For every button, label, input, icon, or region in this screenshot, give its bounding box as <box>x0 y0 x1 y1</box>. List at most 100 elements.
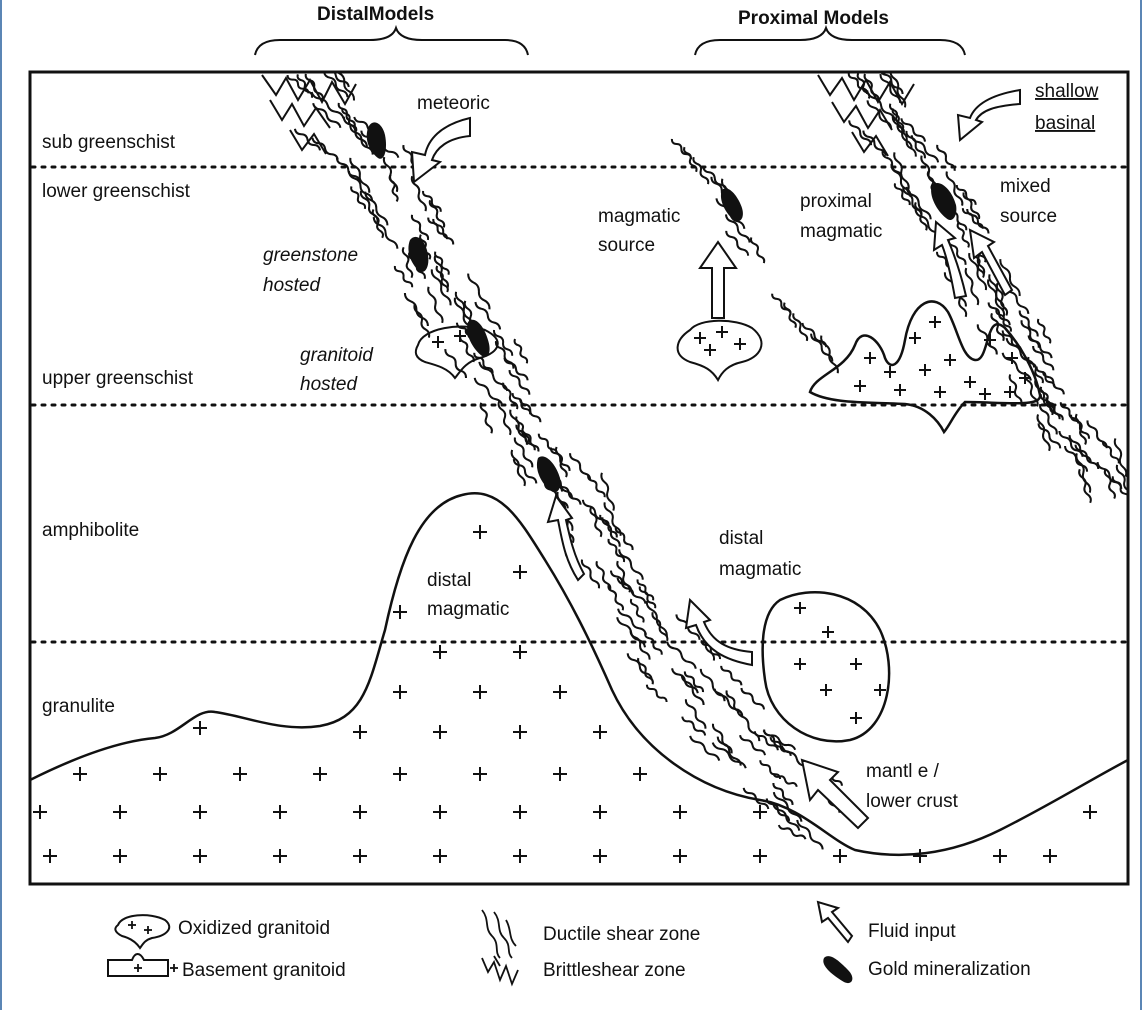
legend-brittle-label: Brittleshear zone <box>543 960 686 981</box>
granitoid-plus <box>473 685 487 699</box>
granitoid-plus <box>433 725 447 739</box>
granitoid-plus <box>794 602 806 614</box>
legend-oxidized-granitoid: Oxidized granitoid <box>115 915 330 948</box>
granitoid-plus <box>33 805 47 819</box>
granitoid-plus <box>929 316 941 328</box>
granitoid-plus <box>850 658 862 670</box>
granitoid-plus <box>273 805 287 819</box>
legend-fluid-label: Fluid input <box>868 921 956 942</box>
label-meteoric: meteoric <box>417 93 490 114</box>
granitoid-plus <box>909 332 921 344</box>
ductile-shear-line <box>510 410 527 445</box>
basement-granitoid-outline <box>30 493 1128 855</box>
legend-basement-granitoid: Basement granitoid <box>108 954 346 981</box>
label-proximal-magmatic: magmatic <box>800 221 882 242</box>
granitoid-plus <box>716 326 728 338</box>
granitoid-plus <box>153 767 167 781</box>
granitoid-hosted-plus <box>432 330 466 348</box>
granitoid-plus <box>433 849 447 863</box>
granitoid-plus <box>113 805 127 819</box>
label-lower-crust: lower crust <box>866 791 959 812</box>
ductile-shear-line <box>515 339 528 363</box>
granitoid-plus <box>393 685 407 699</box>
granitoid-plus <box>193 721 207 735</box>
ductile-shear-line <box>609 539 625 562</box>
ductile-shear-line <box>616 527 633 550</box>
legend-fluid-input: Fluid input <box>818 902 956 942</box>
gold-body-proximal <box>931 183 956 220</box>
legend-oxidized-plus <box>128 921 152 934</box>
label-mantle: mantl e / <box>866 761 940 782</box>
granitoid-plus <box>1083 805 1097 819</box>
legend: Oxidized granitoid Basement granitoid Du… <box>108 902 1031 984</box>
magmatic-shear-line <box>726 231 748 256</box>
fluid-arrow-distal-left <box>548 496 584 580</box>
granitoid-plus <box>913 849 927 863</box>
label-granitoid-hosted: hosted <box>300 374 358 395</box>
granitoid-plus <box>894 384 906 396</box>
granitoid-plus <box>513 849 527 863</box>
legend-gold-icon <box>823 956 852 983</box>
proximal-shear-line <box>772 294 790 315</box>
ductile-shear-line <box>740 735 765 755</box>
ductile-shear-line <box>686 699 706 728</box>
fluid-arrow-meteoric <box>412 118 470 182</box>
ductile-shear-line <box>539 434 557 455</box>
fluid-arrow-mantle <box>802 760 868 828</box>
granitoid-plus <box>820 684 832 696</box>
proximal-shear-line <box>958 223 969 247</box>
granitoid-plus <box>704 344 716 356</box>
granitoid-plus <box>694 332 706 344</box>
fluid-arrow-shallow-basinal <box>958 90 1020 140</box>
gold-mineralization-bodies <box>367 122 957 492</box>
label-distal-left: distal <box>427 570 471 591</box>
fluid-arrow-proximal-magmatic <box>934 222 966 298</box>
granitoid-plus <box>353 725 367 739</box>
granitoid-plus <box>753 805 767 819</box>
proximal-shear-line <box>1038 319 1050 343</box>
label-magmatic: magmatic <box>598 206 680 227</box>
proximal-shear-line <box>957 185 976 205</box>
ductile-shear-line <box>682 717 705 736</box>
zone-label-sub-greenschist: sub greenschist <box>42 132 176 153</box>
granitoid-plus <box>393 605 407 619</box>
granitoid-plus <box>854 380 866 392</box>
legend-oxidized-label: Oxidized granitoid <box>178 918 330 939</box>
granitoid-plus <box>513 805 527 819</box>
legend-gold-label: Gold mineralization <box>868 959 1031 980</box>
label-distal-right: distal <box>719 528 763 549</box>
granitoid-plus <box>433 645 447 659</box>
legend-ductile-icon <box>482 910 516 958</box>
proximal-models-header: Proximal Models <box>738 8 889 29</box>
zone-label-granulite: granulite <box>42 696 115 717</box>
ductile-shear-line <box>468 274 489 310</box>
oxidized-granitoid-plus <box>694 326 746 356</box>
legend-brittle-icon <box>482 956 518 984</box>
granitoid-plus <box>979 388 991 400</box>
granitoid-plus <box>473 525 487 539</box>
proximal-models-brace <box>695 28 965 55</box>
granitoid-plus <box>553 685 567 699</box>
zone-label-lower-greenschist: lower greenschist <box>42 181 191 202</box>
granitoid-plus <box>850 712 862 724</box>
ductile-shear-line <box>335 64 354 100</box>
granitoid-plus <box>433 805 447 819</box>
label-granitoid: granitoid <box>300 345 374 366</box>
granitoid-plus <box>864 352 876 364</box>
oxidized-granitoid-pluton <box>678 321 762 380</box>
ductile-shear-line <box>312 138 337 160</box>
granitoid-plus <box>513 565 527 579</box>
zone-label-amphibolite: amphibolite <box>42 520 139 541</box>
ductile-shear-line <box>428 287 442 323</box>
legend-ductile-shear-zone: Ductile shear zone <box>482 910 700 958</box>
granitoid-plus <box>993 849 1007 863</box>
gold-body-magmatic-source <box>721 188 743 221</box>
ductile-shear-line <box>570 453 590 480</box>
ductile-shear-line <box>298 74 312 97</box>
label-shallow: shallow <box>1035 81 1099 102</box>
granitoid-plus <box>193 805 207 819</box>
legend-basement-label: Basement granitoid <box>182 960 346 981</box>
ductile-shear-line <box>481 403 492 434</box>
granitoid-plus <box>874 684 886 696</box>
